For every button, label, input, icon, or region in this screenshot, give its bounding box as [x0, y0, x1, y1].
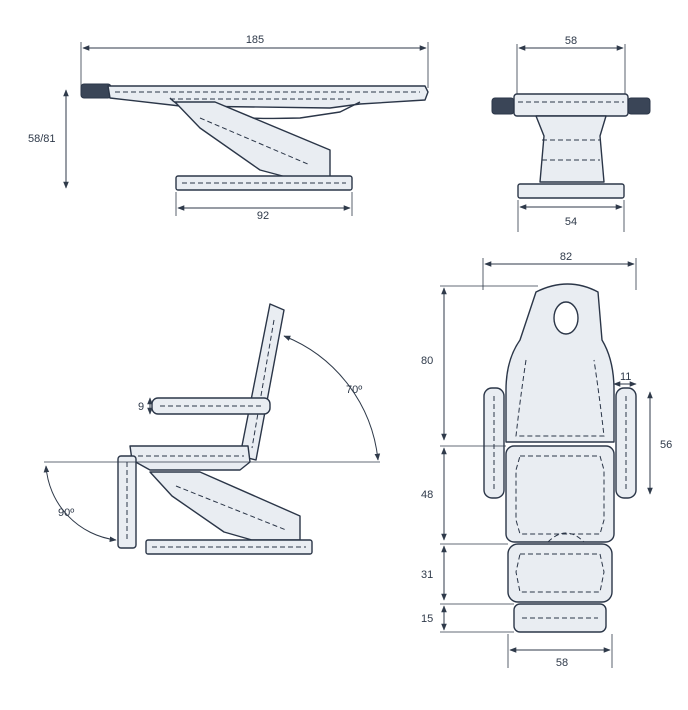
- base-front: [517, 183, 625, 199]
- headrest: [80, 83, 112, 99]
- dimension-label: 92: [257, 210, 269, 222]
- mattress-front: [513, 93, 629, 117]
- dimension-label: 82: [560, 251, 572, 263]
- dimension-label: 31: [421, 569, 433, 581]
- leg-section: [507, 543, 613, 603]
- dimension-label: 48: [421, 489, 433, 501]
- top-view: 82 80 11 56 48 31: [421, 251, 672, 669]
- front-view: 58 54: [491, 35, 651, 232]
- dimension-label: 9: [138, 401, 144, 413]
- angle-label: 90º: [58, 507, 74, 519]
- head-section: [505, 283, 615, 443]
- dimension-label: 58/81: [28, 133, 56, 145]
- armrest-left-top: [483, 387, 505, 499]
- face-hole: [553, 301, 579, 335]
- seat-section: [505, 445, 615, 543]
- armrest-right-top: [615, 387, 637, 499]
- dimension-label: 185: [246, 34, 264, 46]
- mattress: [107, 85, 429, 109]
- dimension-label: 11: [620, 371, 631, 383]
- angle-arc-90: [43, 465, 117, 543]
- armrest-right: [627, 97, 651, 115]
- dimension-label: 54: [565, 216, 577, 228]
- seat: [129, 445, 251, 471]
- dimension-label: 58: [565, 35, 577, 47]
- angle-label: 70º: [346, 384, 362, 396]
- column-front: [535, 115, 607, 183]
- dimension-label: 15: [421, 613, 433, 625]
- angle-arc-70: [283, 335, 381, 461]
- foot-section: [513, 603, 607, 633]
- side-flat-view: 185 58/81 92: [28, 34, 429, 222]
- armrest-left: [491, 97, 515, 115]
- side-chair-view: 9 70º 90º: [43, 303, 381, 555]
- dimension-label: 56: [660, 439, 672, 451]
- backrest: [239, 303, 285, 461]
- dimension-label: 80: [421, 355, 433, 367]
- dimension-label: 58: [556, 657, 568, 669]
